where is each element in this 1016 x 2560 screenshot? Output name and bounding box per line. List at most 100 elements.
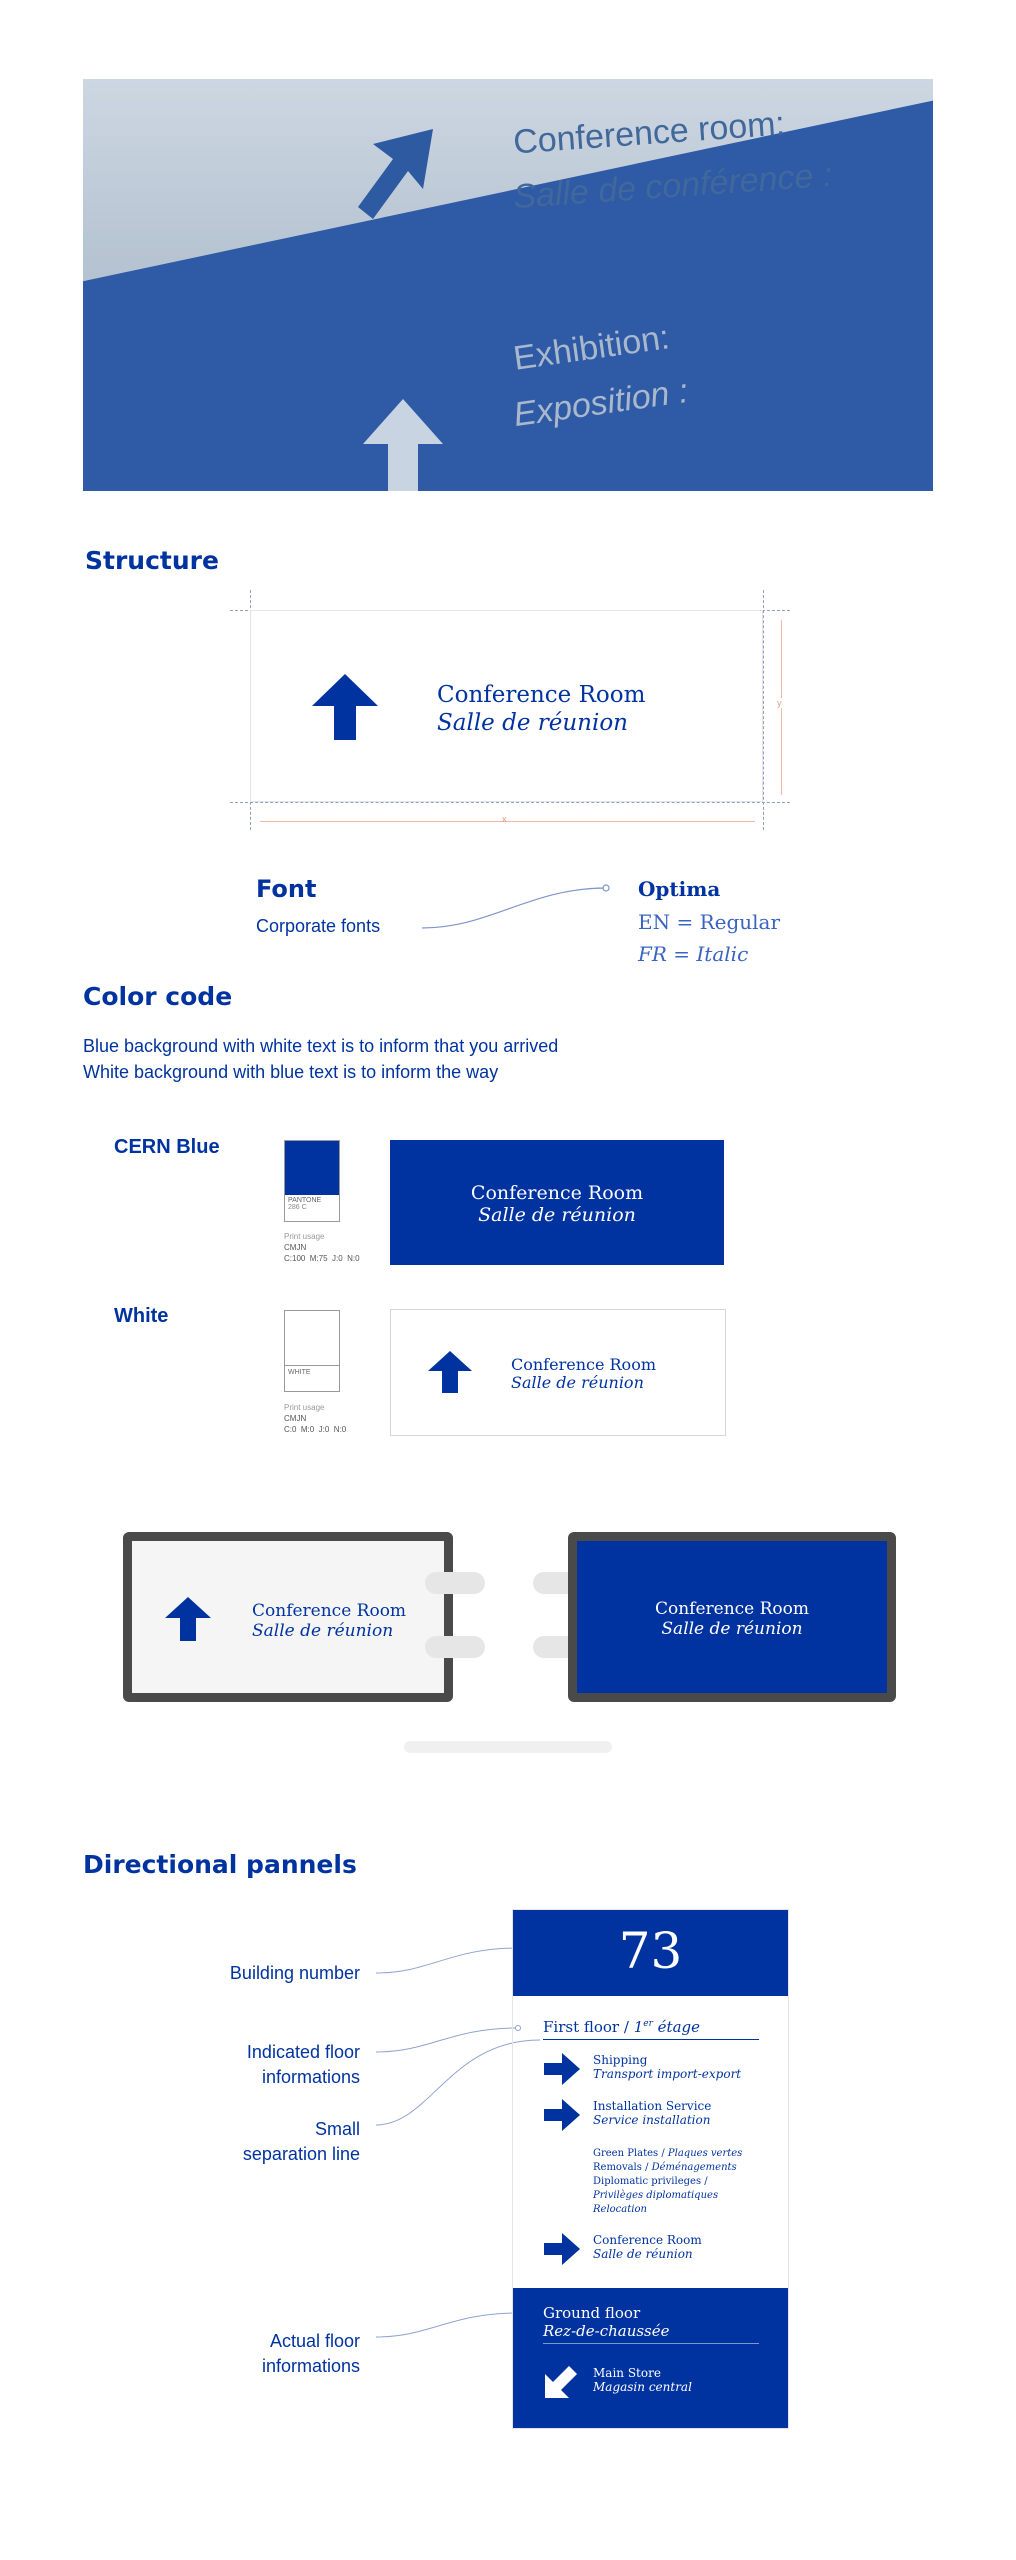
color-desc-2: White background with blue text is to in… (83, 1062, 499, 1082)
sub-item: Green Plates / Plaques vertes (593, 2147, 742, 2161)
sub-items: Green Plates / Plaques vertes Removals /… (593, 2147, 742, 2217)
sub-item-en: Removals / (593, 2162, 652, 2173)
white-values: C:0 M:0 J:0 N:0 (284, 1425, 347, 1434)
hero-photo: Conference room: Salle de conférence : E… (83, 79, 933, 491)
floor-en: First floor / (543, 2018, 634, 2036)
blue-sign-fr: Salle de réunion (478, 1204, 636, 1226)
blue-print-usage: Print usage (284, 1232, 325, 1241)
arrow-right-icon (544, 2099, 580, 2131)
mounted-left-fr: Salle de réunion (252, 1621, 394, 1641)
sub-item-fr: Relocation (593, 2204, 647, 2215)
font-title: Font (256, 875, 317, 903)
structure-sign (250, 610, 763, 802)
mounted-right-en: Conference Room (654, 1599, 810, 1619)
connector-lines (375, 1947, 541, 2338)
font-name: Optima (638, 877, 721, 901)
floor-fr-sup: er (643, 2019, 653, 2029)
sub-item-fr: Privilèges diplomatiques (593, 2190, 719, 2201)
separation-line (543, 2039, 759, 2040)
white-sign: Conference Room Salle de réunion (390, 1309, 726, 1436)
panel-header: 73 (513, 1910, 788, 1996)
guide-bottom (230, 802, 790, 803)
dim-x-line (260, 821, 755, 822)
dim-y-label: y (777, 698, 782, 708)
arrow-up-icon (165, 1597, 211, 1641)
floor-fr: étage (652, 2018, 700, 2036)
mounted-right-fr: Salle de réunion (661, 1619, 803, 1639)
separation-line (543, 2343, 759, 2344)
mounted-sign-blue: Conference Room Salle de réunion (568, 1532, 896, 1702)
white-sign-en: Conference Room (511, 1355, 656, 1374)
structure-diagram: Conference Room Salle de réunion x y (230, 590, 790, 830)
sub-item-en: Green Plates / (593, 2148, 668, 2159)
hero-blue-band (83, 86, 933, 491)
arrow-up-icon (312, 674, 378, 740)
sub-item: Privilèges diplomatiques (593, 2189, 742, 2203)
mount-clip (425, 1636, 485, 1658)
ground-en: Ground floor (543, 2304, 641, 2322)
sub-item-fr: Déménagements (651, 2162, 737, 2173)
shadow-bar (404, 1741, 612, 1753)
blue-cmjn: CMJN (284, 1243, 307, 1252)
label-floor-info-1: Indicated floor (246, 2042, 360, 2062)
swatch-color (285, 1141, 339, 1195)
ground-item-en: Main Store (593, 2366, 661, 2380)
label-building-number: Building number (229, 1963, 360, 1983)
guide-right (763, 590, 764, 830)
blue-sign: Conference Room Salle de réunion (390, 1140, 724, 1265)
cern-blue-label: CERN Blue (114, 1136, 220, 1158)
connector-line (421, 884, 610, 929)
white-label: White (114, 1305, 169, 1327)
directional-panel: 73 First floor / 1er étage Shipping Tran… (512, 1909, 789, 2429)
arrow-right-icon (544, 2233, 580, 2265)
label-floor-info-2: informations (261, 2067, 360, 2087)
item-2-en: Installation Service (593, 2099, 712, 2113)
structure-sign-fr: Salle de réunion (437, 710, 628, 736)
swatch-pantone-code: 286 C (288, 1204, 307, 1211)
sub-item: Removals / Déménagements (593, 2161, 742, 2175)
font-fr: FR = Italic (638, 942, 749, 966)
color-desc-1: Blue background with white text is to in… (83, 1036, 559, 1056)
item-1-fr: Transport import-export (593, 2067, 742, 2081)
ground-item-fr: Magasin central (593, 2380, 692, 2394)
white-print-usage: Print usage (284, 1403, 325, 1412)
blue-values: C:100 M:75 J:0 N:0 (284, 1254, 360, 1263)
white-cmjn: CMJN (284, 1414, 307, 1423)
ground-fr: Rez-de-chaussée (543, 2322, 670, 2340)
structure-sign-en: Conference Room (437, 682, 646, 708)
arrow-up-right-icon (358, 129, 433, 219)
floor-fr-number: 1 (633, 2018, 644, 2036)
label-actual-2: informations (261, 2356, 360, 2376)
arrow-up-icon (363, 399, 443, 491)
cern-blue-swatch: PANTONE 286 C (284, 1140, 340, 1222)
directional-title: Directional pannels (83, 1850, 357, 1879)
white-swatch: WHITE (284, 1310, 340, 1392)
floor-heading: First floor / 1er étage (543, 2018, 700, 2036)
swatch-color (285, 1311, 339, 1366)
building-number: 73 (618, 1922, 683, 1980)
arrow-down-left-icon (545, 2366, 577, 2398)
font-subtitle: Corporate fonts (256, 916, 381, 936)
mount-clip (425, 1572, 485, 1594)
font-en: EN = Regular (638, 910, 781, 934)
label-actual-1: Actual floor (269, 2331, 360, 2351)
arrow-right-icon (544, 2053, 580, 2085)
blue-sign-en: Conference Room (470, 1182, 644, 1204)
label-sep-1: Small (314, 2119, 360, 2139)
dim-x-label: x (502, 814, 507, 824)
sub-item-fr: Plaques vertes (667, 2148, 743, 2159)
ground-floor-section: Ground floor Rez-de-chaussée Main Store … (513, 2288, 788, 2428)
swatch-pantone: PANTONE (288, 1197, 322, 1204)
label-sep-2: separation line (242, 2144, 360, 2164)
sub-item: Diplomatic privileges / (593, 2175, 742, 2189)
item-3-en: Conference Room (593, 2233, 702, 2247)
swatch-white-name: WHITE (288, 1369, 311, 1376)
white-sign-fr: Salle de réunion (511, 1373, 644, 1392)
dim-y-line (781, 620, 782, 795)
mounted-left-en: Conference Room (252, 1601, 407, 1621)
arrow-up-icon (428, 1351, 472, 1393)
mounted-sign-white: Conference Room Salle de réunion (123, 1532, 453, 1702)
sub-item-en: Diplomatic privileges / (593, 2176, 711, 2187)
structure-title: Structure (85, 546, 219, 575)
color-code-title: Color code (83, 982, 233, 1011)
